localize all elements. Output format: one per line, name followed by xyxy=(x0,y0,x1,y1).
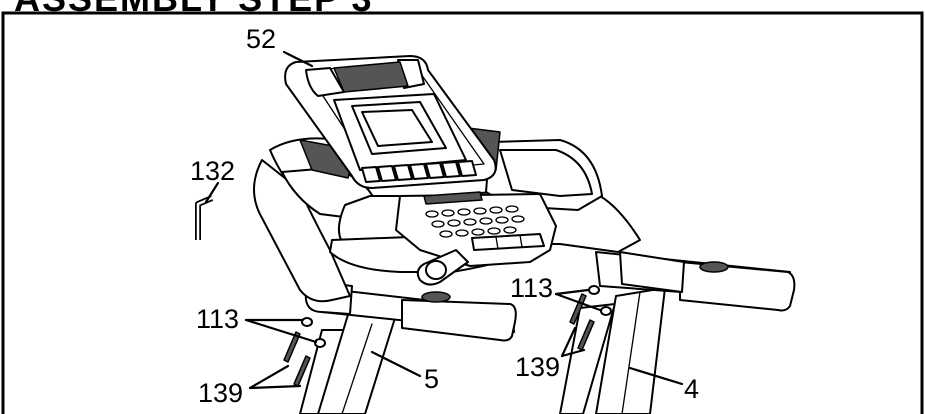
label-132: 132 xyxy=(190,156,235,186)
upright-left xyxy=(299,307,396,414)
hardware-left xyxy=(283,317,326,387)
label-139-left: 139 xyxy=(198,378,243,408)
hardware-right xyxy=(569,285,612,351)
keypad-module xyxy=(395,191,557,286)
label-113-left: 113 xyxy=(196,304,239,334)
leader-lines xyxy=(204,50,684,390)
frame-border xyxy=(1,11,924,414)
label-113-right: 113 xyxy=(510,273,553,303)
label-4: 4 xyxy=(684,374,699,404)
console-52 xyxy=(284,55,497,189)
allen-wrench xyxy=(195,195,214,240)
console-buttons xyxy=(361,160,477,183)
label-5: 5 xyxy=(424,364,439,394)
label-139-right: 139 xyxy=(515,352,560,382)
upright-right xyxy=(559,287,666,414)
keypad-buttons xyxy=(425,205,525,238)
handlebar-right xyxy=(595,251,796,312)
label-52: 52 xyxy=(246,24,276,54)
